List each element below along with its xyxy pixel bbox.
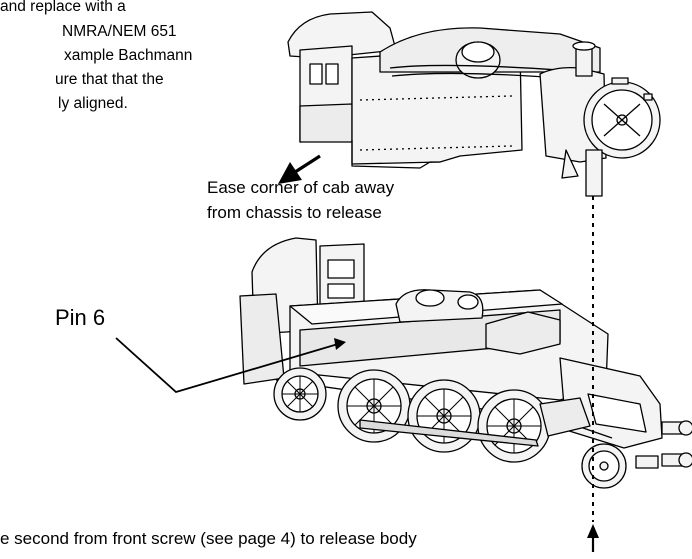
ease-label-line-1: Ease corner of cab away: [207, 178, 395, 197]
loco-body-shell: [287, 11, 661, 197]
screw-up-arrow: [587, 524, 599, 552]
intro-line-1: and replace with a: [0, 0, 126, 15]
intro-line-3: xample Bachmann: [64, 47, 193, 64]
intro-line-2: NMRA/NEM 651: [62, 23, 177, 40]
ease-direction-arrow: [278, 154, 321, 184]
wheel-pony: [581, 443, 627, 489]
wheel-driver-3: [477, 389, 551, 463]
pin-6-leader: [115, 337, 346, 394]
intro-line-4: ure that that the: [55, 71, 164, 88]
pin-6-label: Pin 6: [55, 305, 106, 330]
wheel-driver-2: [407, 379, 481, 453]
loco-wheels: [273, 367, 627, 489]
bottom-caption: e second from front screw (see page 4) t…: [0, 529, 417, 548]
ease-label-line-2: from chassis to release: [207, 203, 382, 222]
wheel-trailing: [273, 367, 327, 421]
intro-line-5: ly aligned.: [58, 95, 128, 112]
